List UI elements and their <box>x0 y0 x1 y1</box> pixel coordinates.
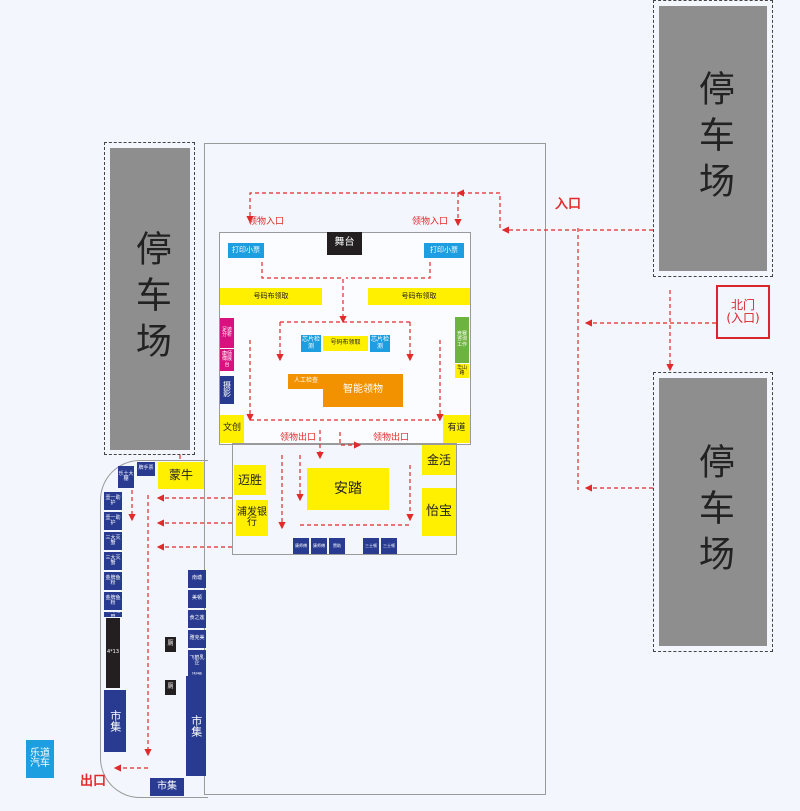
right-booth: 飞鹤乳企 <box>188 650 206 672</box>
bank: 浦发银行 <box>236 500 268 536</box>
manual-check: 人工检查 <box>288 374 324 389</box>
stage: 舞台 <box>327 232 362 255</box>
jinhuo: 金活 <box>422 445 456 475</box>
wenchuang: 文创 <box>220 415 244 443</box>
pickup-entry-right: 领物入口 <box>411 217 448 228</box>
photo: 摄影 <box>220 376 234 404</box>
market-left: 市集 <box>104 690 126 752</box>
parking-bottom-right-box <box>653 372 773 652</box>
print-left: 打印小票 <box>228 243 264 258</box>
toilet-1: 厕 <box>165 637 176 652</box>
anta: 安踏 <box>307 468 389 510</box>
bib-right: 号码布领取 <box>368 288 470 305</box>
maisheng: 迈胜 <box>234 465 266 495</box>
small-top-1: 乐土大棚 <box>118 466 134 488</box>
exit-label: 出口 <box>79 774 106 790</box>
parking-bottom-right: 停车场 <box>659 378 767 646</box>
left-booth: 金牌鱼粉 <box>104 592 122 610</box>
right-booth: 南塘 <box>188 672 206 676</box>
mengniu: 蒙牛 <box>158 462 204 489</box>
north-gate-label: 北门 <box>730 298 755 313</box>
parking-left: 停车场 <box>110 148 190 450</box>
pickup-exit-left: 领物出口 <box>279 432 316 443</box>
left-corridor-outline <box>100 460 208 798</box>
north-gate-sub: (入口) <box>726 311 760 325</box>
magenta-booth-2: 康师傅展台 <box>220 349 234 371</box>
right-booth: 美顿 <box>188 590 206 608</box>
entry-label: 入口 <box>554 197 581 213</box>
parking-top-right-box <box>653 0 773 277</box>
parking-top-right: 停车场 <box>659 6 767 271</box>
parking-left-box <box>104 142 195 455</box>
bottom-booth: 三士顿 <box>381 538 397 554</box>
right-booth: 食之莲 <box>188 610 206 628</box>
black-strip: 4*13 <box>106 618 120 688</box>
bottom-booth: 三士顿 <box>363 538 379 554</box>
left-booth: 金牌鱼粉 <box>104 572 122 590</box>
pickup-exit-right: 领物出口 <box>372 432 409 443</box>
yibao: 怡宝 <box>422 488 456 536</box>
print-right: 打印小票 <box>424 243 464 258</box>
magenta-booth: 足迹分析 <box>220 318 234 348</box>
green-booth: 竞赛咨询工作 <box>455 317 469 363</box>
market-bottom: 市集 <box>150 778 184 796</box>
right-booth: 雅克美 <box>188 630 206 648</box>
left-booth: 三大灭蟹 <box>104 532 122 550</box>
chip-right: 芯片检测 <box>370 335 390 352</box>
youdao: 有道 <box>443 415 470 443</box>
smart-pickup: 智能领物 <box>323 374 403 407</box>
lower-hall-outline <box>232 443 457 555</box>
bottom-booth: 赞助 <box>329 538 345 554</box>
bib-left: 号码布领取 <box>220 288 322 305</box>
bottom-booth: 康师傅 <box>293 538 309 554</box>
market-right: 市集 <box>186 676 206 776</box>
left-booth: 壹一助护 <box>104 492 122 510</box>
toilet-2: 厕 <box>165 680 176 695</box>
ledao-car: 乐道汽车 <box>26 740 54 778</box>
left-booth: 十月稻田 <box>104 612 122 617</box>
bottom-booth: 康师傅 <box>311 538 327 554</box>
right-booth: 南塘 <box>188 570 206 588</box>
bib-center: 号码布领取 <box>323 336 368 351</box>
left-booth: 三大灭蟹 <box>104 552 122 570</box>
pickup-entry-left: 领物入口 <box>247 217 284 228</box>
chip-left: 芯片检测 <box>301 335 321 352</box>
small-top-2: 牌手票 <box>137 462 155 476</box>
left-booth: 壹一助护 <box>104 512 122 530</box>
green-booth-2: 华山路 <box>455 364 469 378</box>
north-gate: 北门 (入口) <box>716 285 770 339</box>
